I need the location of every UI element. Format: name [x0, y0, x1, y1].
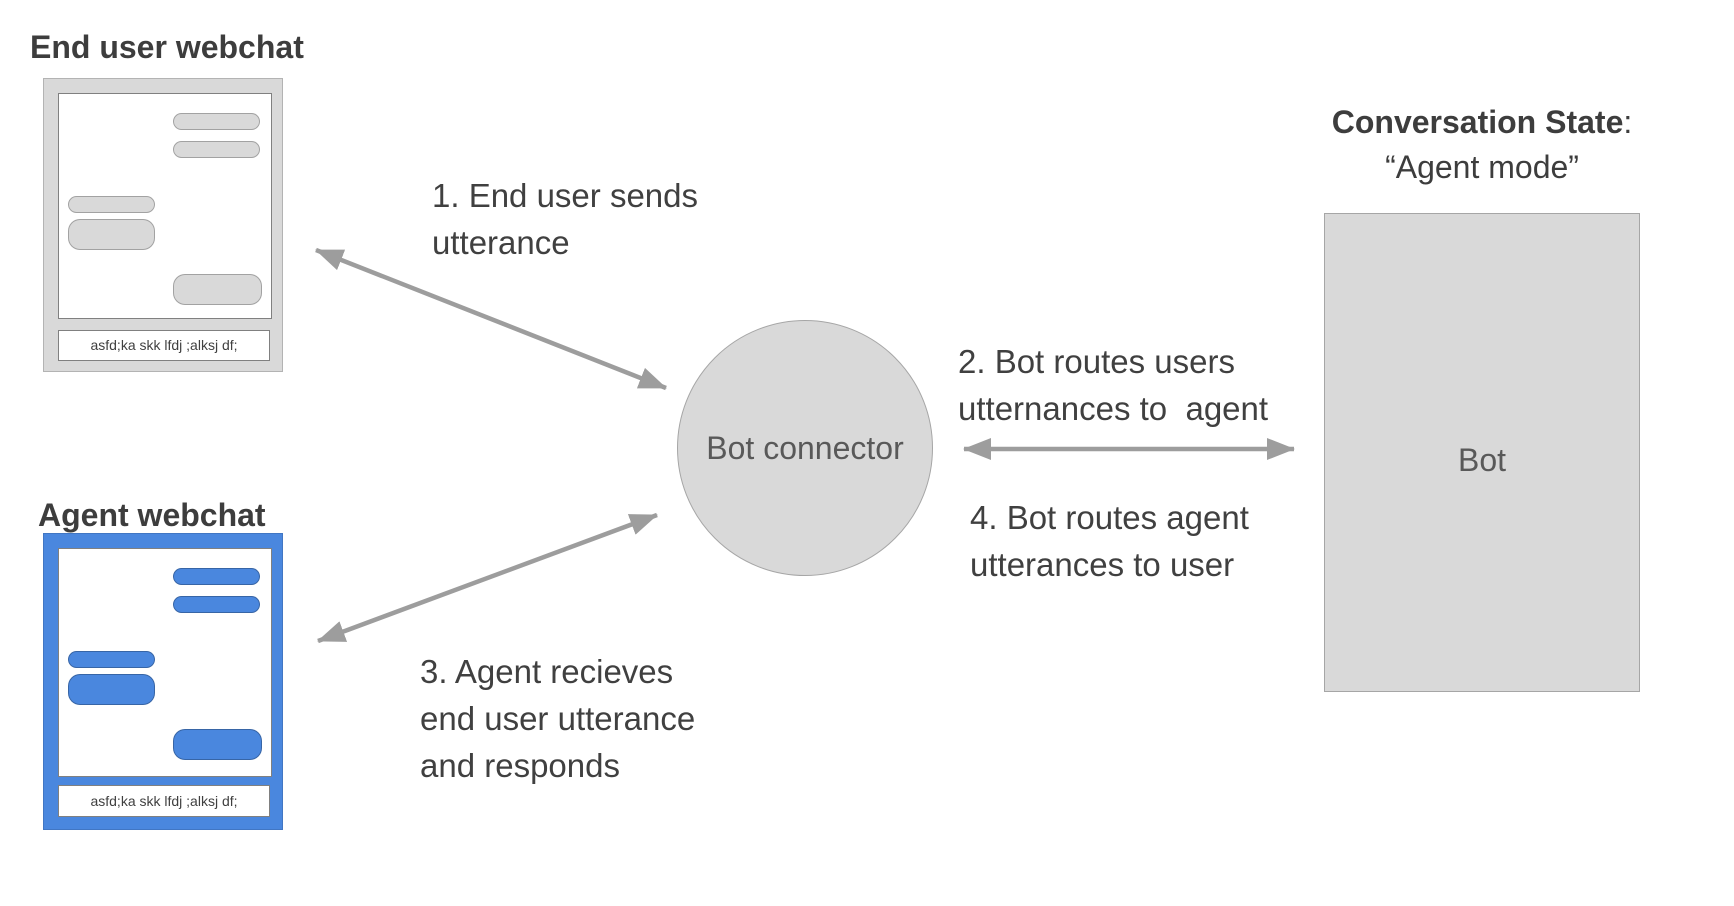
end-user-webchat-title: End user webchat: [30, 29, 304, 65]
chat-bubble: [173, 141, 260, 158]
chat-bubble: [68, 674, 155, 705]
step1-label: 1. End user sends utterance: [432, 177, 698, 261]
chat-bubble: [173, 596, 260, 613]
step2-label: 2. Bot routes users utternances to agent: [958, 343, 1269, 427]
arrow-agent-connector: [317, 512, 658, 644]
bot-node: Bot: [1324, 213, 1640, 692]
end-user-webchat-window: asfd;ka skk lfdj ;alksj df;: [43, 78, 283, 372]
end-user-chat-input[interactable]: asfd;ka skk lfdj ;alksj df;: [58, 330, 270, 361]
agent-chat-input[interactable]: asfd;ka skk lfdj ;alksj df;: [58, 785, 270, 817]
bot-connector-label: Bot connector: [706, 429, 904, 466]
conversation-state-mode: “Agent mode”: [1385, 149, 1579, 185]
step4-label: 4. Bot routes agent utterances to user: [970, 499, 1249, 583]
arrow-enduser-connector: [315, 247, 667, 391]
chat-bubble: [68, 196, 155, 213]
bot-connector-node: Bot connector: [677, 320, 933, 576]
end-user-chat-panel: [58, 93, 272, 319]
conversation-state-title-text: Conversation State: [1331, 104, 1624, 140]
step3-label: 3. Agent recieves end user utterance and…: [420, 653, 696, 784]
agent-webchat-title: Agent webchat: [38, 497, 266, 533]
agent-webchat-window: asfd;ka skk lfdj ;alksj df;: [43, 533, 283, 830]
chat-bubble: [173, 113, 260, 130]
chat-bubble: [173, 568, 260, 585]
conversation-state-heading: Conversation State: “Agent mode”: [1292, 100, 1672, 190]
chat-bubble: [68, 219, 155, 250]
chat-bubble: [68, 651, 155, 668]
agent-chat-panel: [58, 548, 272, 777]
bot-label: Bot: [1457, 442, 1507, 478]
conversation-state-title: Conversation State:: [1292, 100, 1672, 145]
chat-bubble: [173, 274, 262, 305]
conversation-state-colon: :: [1623, 104, 1633, 140]
chat-bubble: [173, 729, 262, 760]
